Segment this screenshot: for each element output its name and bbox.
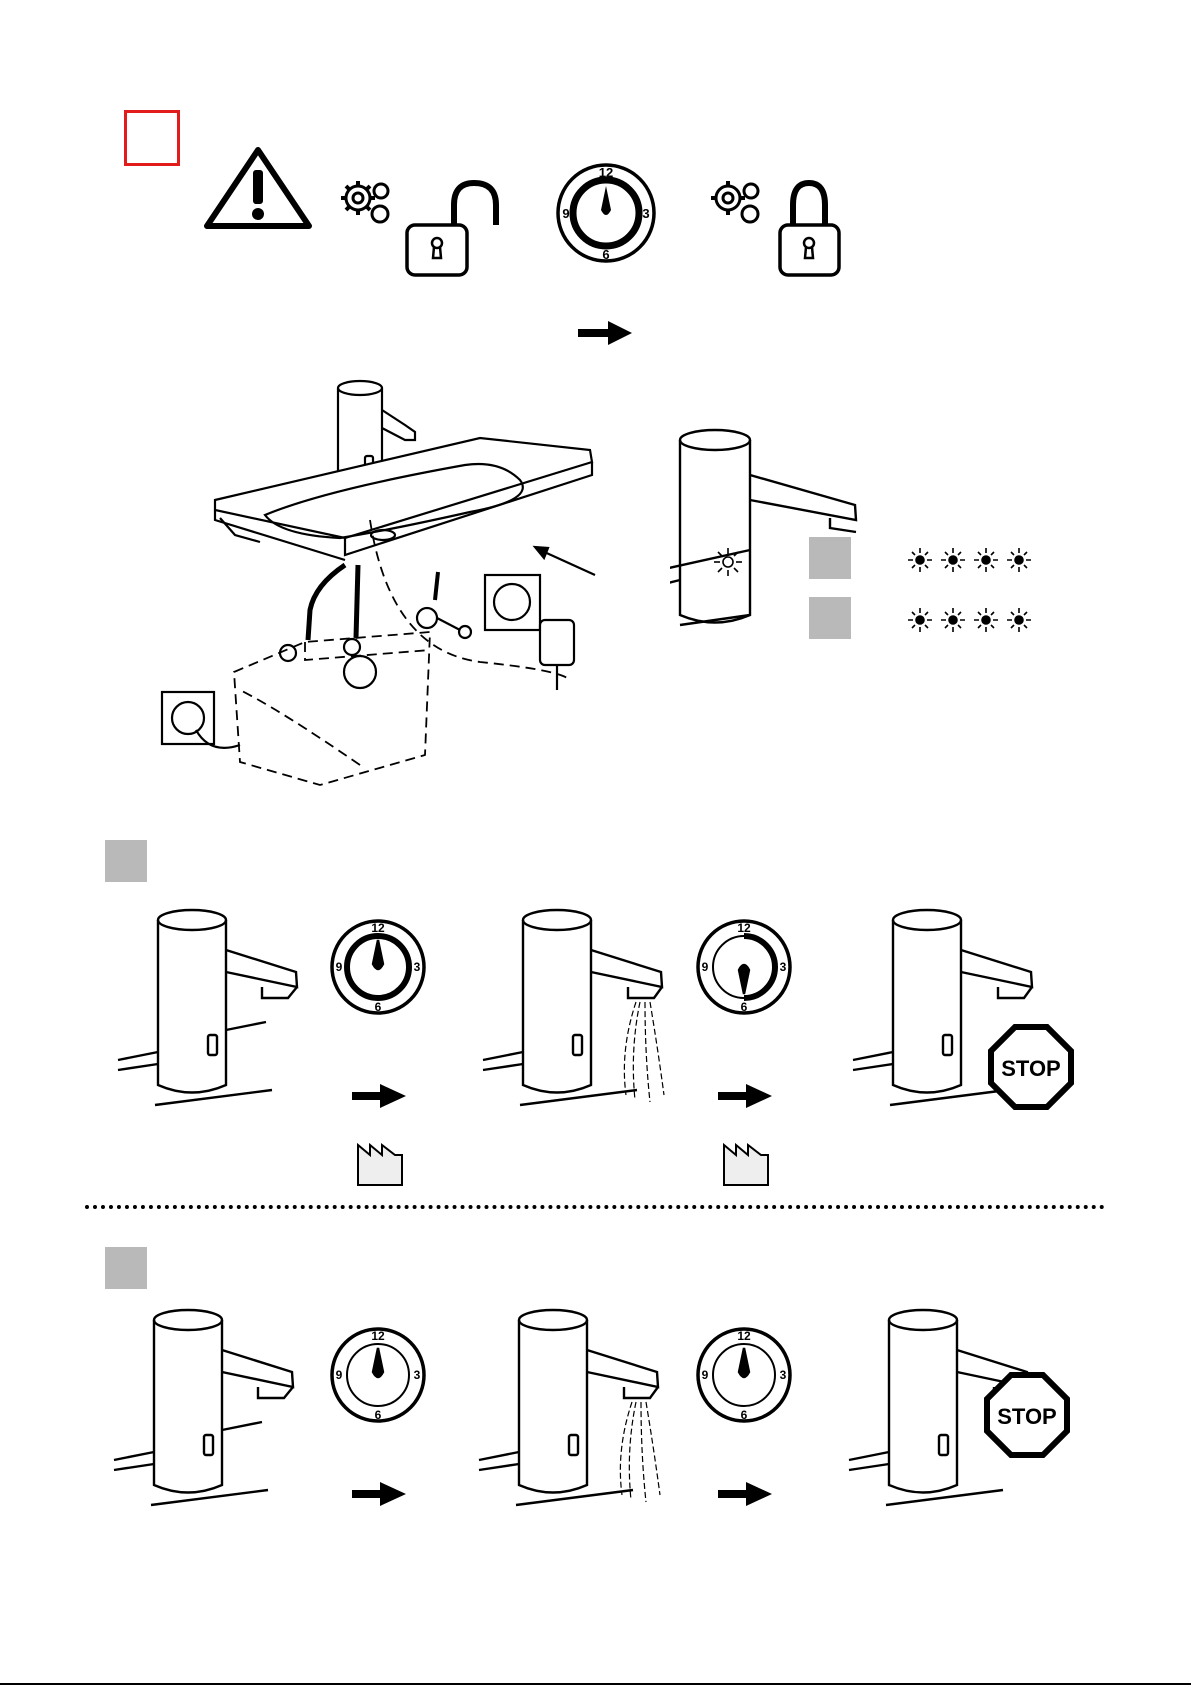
clock-tick-3: 3 [642,206,649,221]
clock-icon: 12 3 6 9 [558,165,654,262]
arrow-right-icon [352,1482,406,1506]
installation-illustration [140,370,620,790]
clock-tick-12: 12 [371,921,385,935]
clock-tick-9: 9 [336,1368,343,1382]
arrow-right-icon [718,1084,772,1108]
faucet-flowing [483,910,664,1105]
section-a-marker [105,840,147,882]
clock-icon: 12 3 6 9 [332,1329,424,1422]
led-blink-row-b [908,608,1031,632]
clock-tick-6: 6 [741,1000,748,1014]
clock-tick-3: 3 [780,1368,787,1382]
gear-icon [341,181,388,222]
section-a-sequence: 12 3 6 9 12 3 6 9 [0,890,1191,1200]
warning-icon [207,150,309,226]
clock-tick-12: 12 [371,1329,385,1343]
lock-icon [780,183,839,275]
stop-label: STOP [997,1404,1057,1429]
clock-tick-6: 6 [741,1408,748,1422]
clock-tick-3: 3 [414,1368,421,1382]
clock-icon: 12 3 6 9 [698,1329,790,1422]
faucet-idle [114,1310,293,1505]
clock-tick-9: 9 [562,206,569,221]
option-marker-a [809,537,851,579]
clock-tick-9: 9 [336,960,343,974]
led-blink-row-a [908,548,1031,572]
faucet-flowing [479,1310,660,1505]
clock-icon: 12 3 6 9 [332,921,424,1014]
section-divider [85,1205,1105,1209]
clock-tick-3: 3 [414,960,421,974]
arrow-right-icon [352,1084,406,1108]
option-marker-b [809,597,851,639]
arrow-right-icon [718,1482,772,1506]
unlock-icon [407,183,496,275]
clock-tick-9: 9 [702,1368,709,1382]
clock-tick-6: 6 [602,247,609,262]
section-b-marker [105,1247,147,1289]
gear-icon [711,181,758,222]
led-blink-rows [900,545,1050,635]
clock-tick-12: 12 [599,165,613,180]
header-symbols: 12 3 6 9 [0,0,1191,360]
section-b-sequence: 12 3 6 9 12 3 6 9 STOP [0,1300,1191,1530]
factory-icon [724,1145,768,1185]
clock-tick-12: 12 [737,1329,751,1343]
clock-tick-6: 6 [375,1408,382,1422]
stop-sign-icon: STOP [991,1027,1071,1107]
clock-tick-6: 6 [375,1000,382,1014]
factory-icon [358,1145,402,1185]
clock-icon: 12 3 6 9 [698,921,790,1014]
stop-label: STOP [1001,1056,1061,1081]
arrow-right-icon [578,321,632,345]
stop-sign-icon: STOP [987,1375,1067,1455]
clock-tick-9: 9 [702,960,709,974]
faucet-idle [118,910,297,1105]
clock-tick-3: 3 [780,960,787,974]
clock-tick-12: 12 [737,921,751,935]
led-blink-icon [714,548,742,576]
